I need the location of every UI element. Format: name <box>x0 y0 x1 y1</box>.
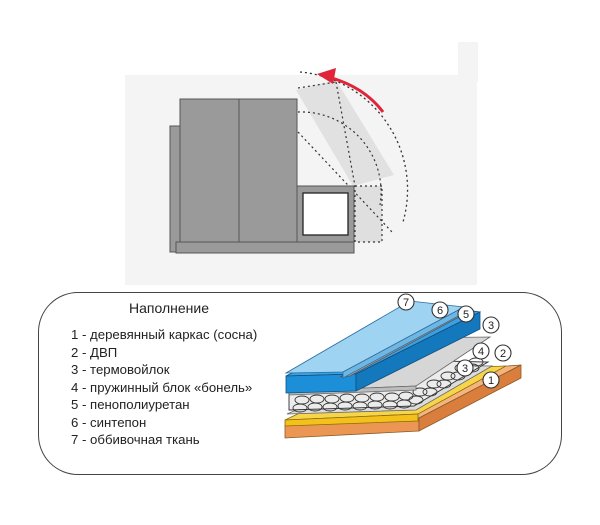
folding-mechanism-scheme <box>169 68 409 254</box>
sofa-base <box>175 241 355 254</box>
guide-box <box>354 185 383 243</box>
legend-title: Наполнение <box>129 300 209 316</box>
rotation-path-inner <box>297 111 382 206</box>
legend-item: 2 - ДВП <box>71 344 118 360</box>
sofa-body-right <box>238 98 298 243</box>
legend-item: 5 - пенополиуретан <box>71 397 190 412</box>
guide-line-1 <box>297 81 337 89</box>
scheme-background-corner <box>458 42 478 82</box>
rotation-arrow <box>331 76 385 113</box>
legend-item: 4 - пружинный блок «бонель» <box>71 379 253 395</box>
legend-item: 3 - термовойлок <box>71 362 170 377</box>
sofa-seat-inner <box>302 192 349 236</box>
sofa-body-left <box>179 98 240 243</box>
legend-item: 1 - деревянный каркас (сосна) <box>71 327 258 342</box>
rotation-arrow-head <box>317 68 336 84</box>
legend-item: 6 - синтепон <box>71 414 147 430</box>
legend-item: 7 - оббивочная ткань <box>71 432 200 447</box>
legend-list: 1 - деревянный каркас (сосна) 2 - ДВП 3 … <box>71 326 257 449</box>
